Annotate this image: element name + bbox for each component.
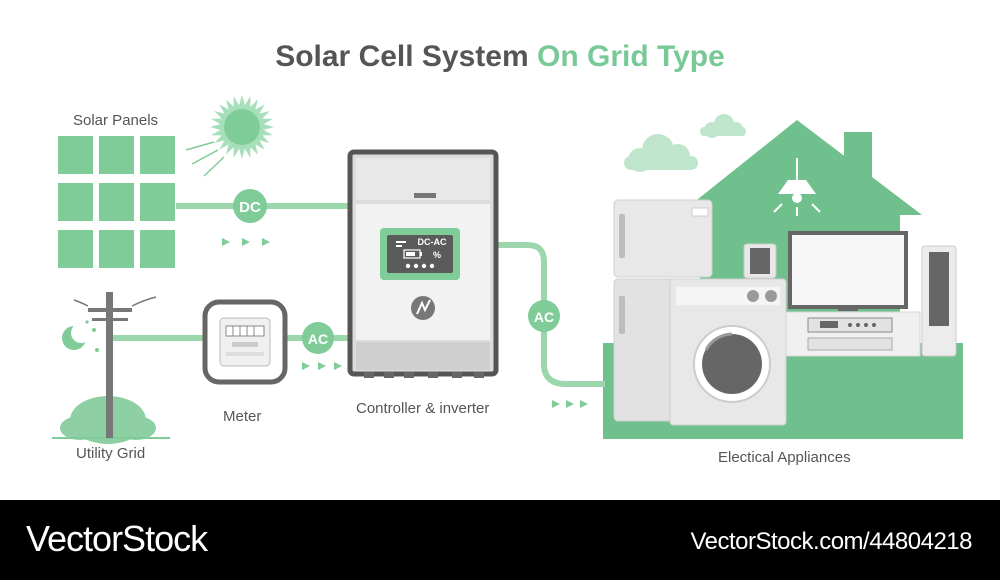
electric-meter <box>202 299 288 385</box>
ac-badge-meter-label: AC <box>308 331 328 347</box>
brand-logo[interactable]: VectorStock <box>26 518 208 559</box>
sun-icon <box>185 95 274 177</box>
dc-badge-label: DC <box>239 199 261 216</box>
image-url[interactable]: VectorStock.com/44804218 <box>690 528 972 555</box>
controller-label: Controller & inverter <box>356 400 490 417</box>
cloud-icon <box>624 134 698 172</box>
diagram-canvas: Solar Cell System On Grid Type <box>0 40 1000 466</box>
utility-pole <box>52 292 170 444</box>
ac-badge-house-label: AC <box>534 309 554 325</box>
house-roof <box>678 120 922 215</box>
inverter-screen-percent: % <box>433 250 441 260</box>
solar-panels-label: Solar Panels <box>73 112 159 129</box>
diagram-title: Solar Cell System On Grid Type <box>0 40 1000 74</box>
appliances-label: Electical Appliances <box>718 449 851 466</box>
speaker-left <box>743 243 777 279</box>
footer-bar: VectorStock VectorStock.com/44804218 <box>0 500 1000 580</box>
ac-badge-meter: AC <box>302 322 334 354</box>
flow-arrows-ac-meter <box>302 362 342 370</box>
diagram-graphics: DC-AC % <box>52 95 963 444</box>
solar-panel-array <box>58 136 175 268</box>
utility-grid-label: Utility Grid <box>76 445 146 462</box>
pole-post <box>106 292 113 438</box>
house-chimney <box>844 132 872 182</box>
dc-badge: DC <box>233 189 267 223</box>
moon-stars-icon <box>62 320 99 352</box>
inverter-screen-title: DC-AC <box>418 237 447 247</box>
meter-label: Meter <box>223 408 262 425</box>
television <box>788 231 908 311</box>
lightning-icon <box>411 296 435 320</box>
flow-arrows-dc <box>222 238 270 246</box>
title-accent: On Grid Type <box>537 40 725 73</box>
cloud-icon <box>700 114 746 138</box>
ceiling-lamp-icon <box>773 158 821 216</box>
tv-cabinet <box>785 311 921 357</box>
speaker-right <box>921 245 957 357</box>
ac-badge-house: AC <box>528 300 560 332</box>
flow-arrows-ac-house <box>552 400 588 408</box>
washing-machine <box>669 278 787 426</box>
inverter-unit: DC-AC % <box>347 149 499 378</box>
title-main: Solar Cell System <box>275 40 529 73</box>
